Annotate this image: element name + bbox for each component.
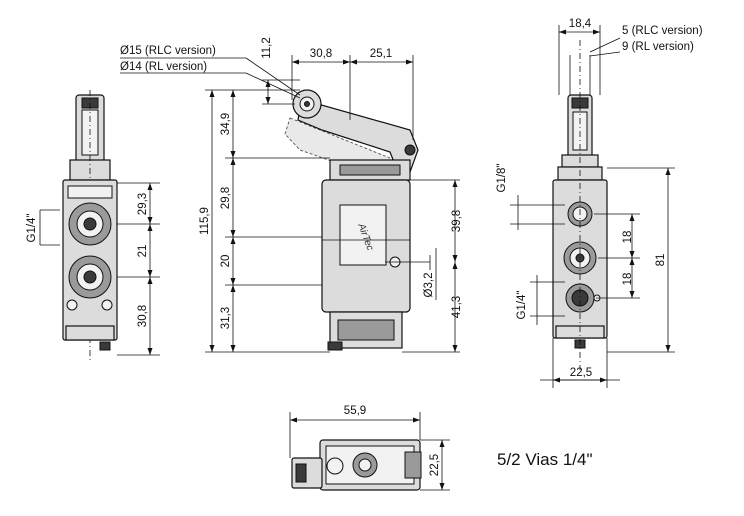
dim-55-9: 55,9: [344, 405, 366, 417]
dim-34-9: 34,9: [220, 113, 232, 135]
dim-11-2: 11,2: [261, 37, 273, 59]
left-dim-lower: 30,8: [137, 305, 149, 327]
roller-note-rlc: Ø15 (RLC version): [120, 45, 216, 57]
dim-22-5-bottom: 22,5: [429, 454, 441, 476]
bottom-view: [289, 412, 450, 491]
left-side-view: [39, 90, 160, 360]
left-dim-middle: 21: [137, 245, 149, 258]
dim-81: 81: [655, 254, 667, 267]
dim-39-8: 39,8: [451, 210, 463, 232]
roller-note-rl: Ø14 (RL version): [120, 61, 207, 73]
dim-41-3: 41,3: [451, 296, 463, 318]
left-port-thread: G1/4": [26, 213, 38, 242]
caption: 5/2 Vias 1/4": [497, 450, 593, 469]
dim-18-upper: 18: [622, 231, 634, 244]
dim-22-5-side: 22,5: [570, 367, 592, 379]
dim-hole-3-2: Ø3,2: [423, 273, 435, 298]
thread-g1-8: G1/8": [496, 163, 508, 192]
dim-115-9: 115,9: [199, 207, 211, 235]
dim-18-4: 18,4: [569, 18, 592, 30]
front-view: AirTec: [120, 55, 460, 353]
dim-30-8-top: 30,8: [310, 48, 332, 60]
left-dim-upper: 29,3: [137, 193, 149, 215]
dim-25-1: 25,1: [370, 48, 392, 60]
thread-g1-4: G1/4": [516, 290, 528, 319]
dim-31-3: 31,3: [220, 307, 232, 329]
note-rlc-version: 5 (RLC version): [622, 25, 703, 37]
right-side-view: [510, 25, 675, 388]
dim-29-8: 29,8: [220, 187, 232, 209]
dim-20: 20: [220, 255, 232, 268]
dim-18-lower: 18: [622, 273, 634, 286]
note-rl-version: 9 (RL version): [622, 41, 694, 53]
